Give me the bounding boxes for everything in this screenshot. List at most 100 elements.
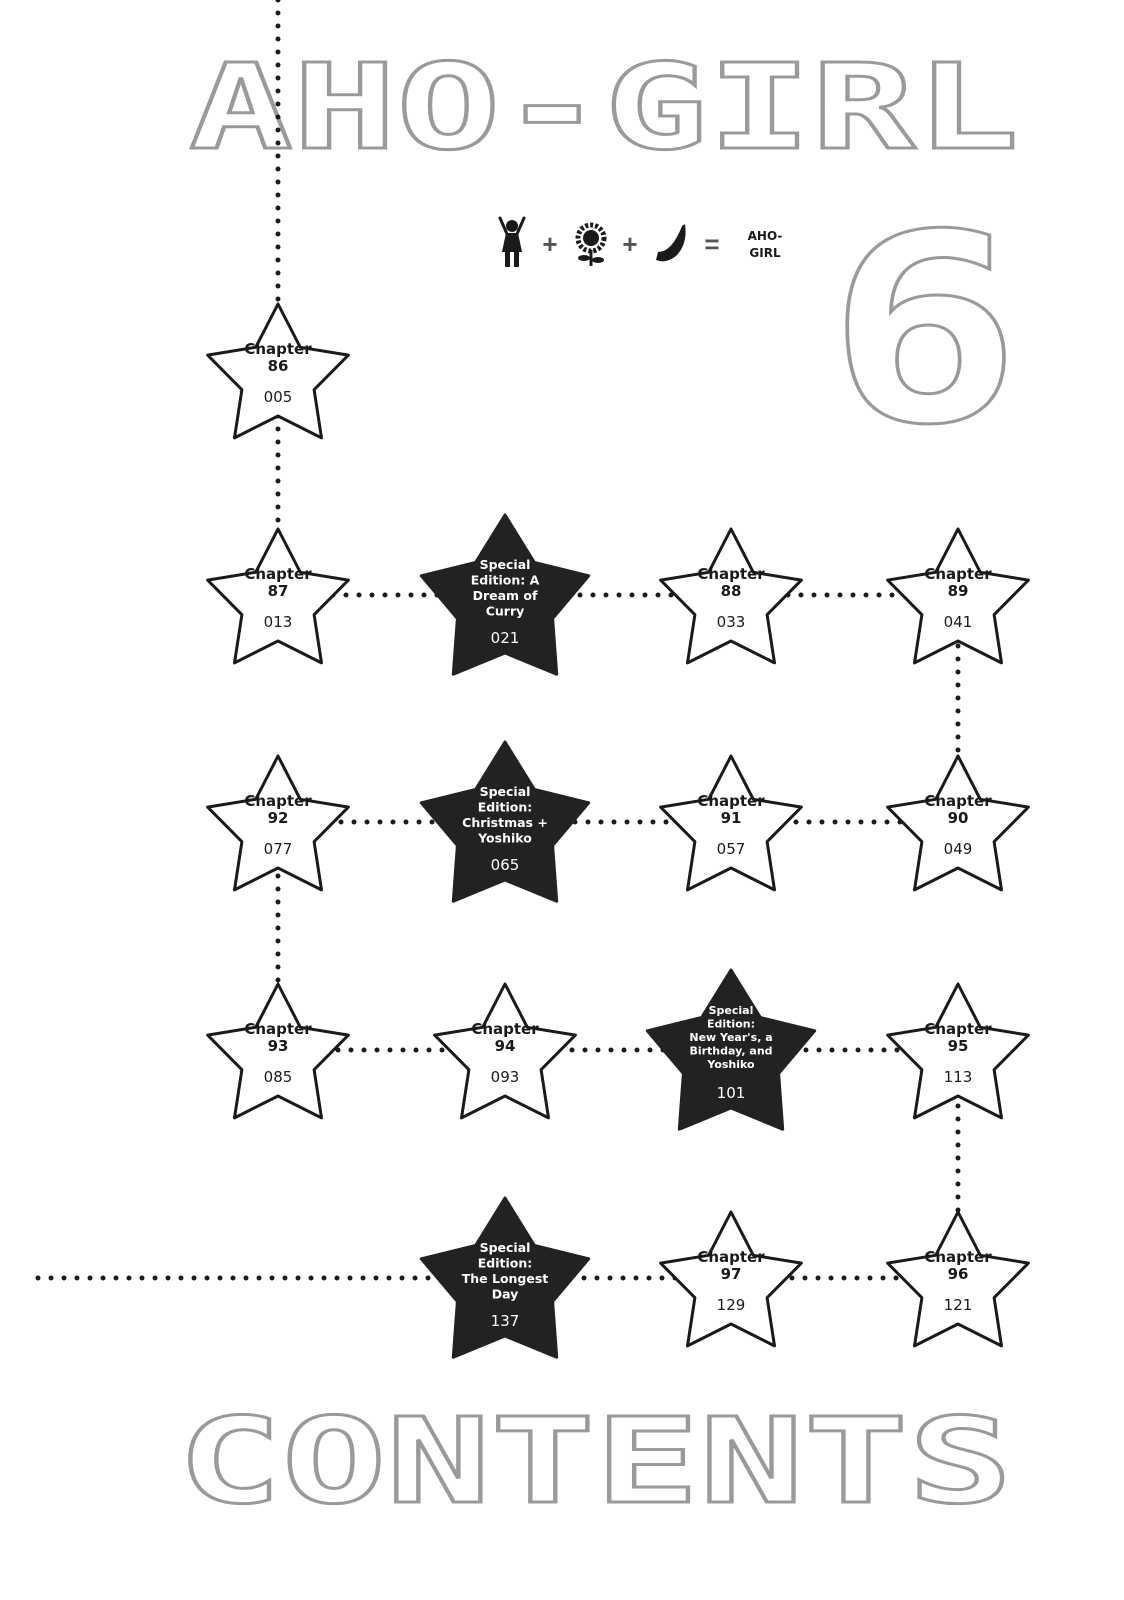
black-star-icon bbox=[419, 513, 591, 676]
sunflower-icon bbox=[575, 222, 607, 266]
page-number: 085 bbox=[264, 1068, 293, 1086]
formula: + + = AHO- GIRL bbox=[498, 216, 783, 267]
white-star-icon bbox=[433, 982, 577, 1120]
white-star-icon bbox=[659, 754, 803, 892]
white-star-icon bbox=[206, 754, 350, 892]
entry-title-line: 93 bbox=[268, 1037, 289, 1055]
entry-title-line: 91 bbox=[721, 809, 742, 827]
entry-title-line: Day bbox=[492, 1287, 519, 1302]
entry-title-line: New Year's, a bbox=[689, 1031, 772, 1044]
black-star-icon bbox=[419, 740, 591, 903]
black-star-icon bbox=[645, 968, 817, 1131]
contents-heading: CONTENTS bbox=[176, 1391, 1014, 1532]
entry-title-line: Chapter bbox=[924, 565, 992, 583]
equals-sign: = bbox=[704, 229, 719, 259]
entry-title-line: Chapter bbox=[924, 792, 992, 810]
formula-result-line2: GIRL bbox=[749, 246, 781, 260]
entry-title-line: Edition: bbox=[478, 800, 533, 815]
page-number: 121 bbox=[944, 1296, 973, 1314]
entry-title-line: Chapter bbox=[924, 1020, 992, 1038]
series-title-text: AHO-GIRL bbox=[189, 38, 1019, 176]
entry-title-line: Yoshiko bbox=[477, 831, 532, 846]
entry-title-line: Dream of bbox=[473, 588, 538, 603]
entry-title-line: 95 bbox=[948, 1037, 969, 1055]
page-number: 057 bbox=[717, 840, 746, 858]
page-number: 005 bbox=[264, 388, 293, 406]
girl-icon bbox=[498, 216, 526, 267]
page-number: 033 bbox=[717, 613, 746, 631]
page-number: 137 bbox=[491, 1312, 520, 1330]
entry-title-line: 97 bbox=[721, 1265, 742, 1283]
entry-title-line: Edition: bbox=[707, 1018, 755, 1031]
series-title: AHO-GIRL bbox=[188, 37, 1021, 178]
entry-title-line: 87 bbox=[268, 582, 289, 600]
entry-title-line: Chapter bbox=[244, 565, 312, 583]
white-star-icon bbox=[659, 1210, 803, 1348]
entry-title-line: Chapter bbox=[697, 565, 765, 583]
entry-title-line: Chapter bbox=[244, 1020, 312, 1038]
page-number: 077 bbox=[264, 840, 293, 858]
entry-title-line: 92 bbox=[268, 809, 289, 827]
page-number: 101 bbox=[717, 1084, 746, 1102]
volume-number: 6 bbox=[825, 179, 1023, 484]
volume-number-text: 6 bbox=[827, 180, 1022, 482]
white-star-icon bbox=[886, 1210, 1030, 1348]
entry-title-line: 96 bbox=[948, 1265, 969, 1283]
entry-title-line: Special bbox=[709, 1004, 754, 1017]
entry-title-line: Yoshiko bbox=[706, 1058, 755, 1071]
entry-title-line: Special bbox=[480, 784, 531, 799]
plus-sign-2: + bbox=[622, 229, 637, 259]
entry-title-line: Edition: bbox=[478, 1256, 533, 1271]
entry-title-line: 90 bbox=[948, 809, 969, 827]
white-star-icon bbox=[206, 302, 350, 440]
entry-title-line: Special bbox=[480, 557, 531, 572]
plus-sign: + bbox=[542, 229, 557, 259]
white-star-icon bbox=[206, 527, 350, 665]
page-number: 013 bbox=[264, 613, 293, 631]
entry-title-line: 88 bbox=[721, 582, 742, 600]
page-number: 065 bbox=[491, 856, 520, 874]
contents-entries: Chapter86005Chapter87013SpecialEdition: … bbox=[206, 302, 1030, 1359]
entry-title-line: Christmas + bbox=[462, 815, 548, 830]
page-number: 041 bbox=[944, 613, 973, 631]
entry-title-line: The Longest bbox=[462, 1271, 549, 1286]
page-number: 021 bbox=[491, 629, 520, 647]
page-number: 093 bbox=[491, 1068, 520, 1086]
entry-title-line: Chapter bbox=[244, 340, 312, 358]
black-star-icon bbox=[419, 1196, 591, 1359]
banana-icon bbox=[656, 224, 686, 262]
page-number: 049 bbox=[944, 840, 973, 858]
entry-title-line: Curry bbox=[486, 604, 525, 619]
white-star-icon bbox=[886, 527, 1030, 665]
entry-title-line: 86 bbox=[268, 357, 289, 375]
white-star-icon bbox=[206, 982, 350, 1120]
page-number: 129 bbox=[717, 1296, 746, 1314]
white-star-icon bbox=[659, 527, 803, 665]
formula-result-line1: AHO- bbox=[748, 229, 783, 243]
entry-title-line: Chapter bbox=[471, 1020, 539, 1038]
white-star-icon bbox=[886, 982, 1030, 1120]
entry-title-line: 89 bbox=[948, 582, 969, 600]
contents-heading-text: CONTENTS bbox=[178, 1392, 1013, 1530]
entry-title-line: Chapter bbox=[697, 1248, 765, 1266]
entry-title-line: Birthday, and bbox=[689, 1045, 772, 1058]
entry-title-line: 94 bbox=[495, 1037, 516, 1055]
entry-title-line: Chapter bbox=[244, 792, 312, 810]
entry-title-line: Edition: A bbox=[471, 573, 540, 588]
entry-title-line: Special bbox=[480, 1240, 531, 1255]
entry-title-line: Chapter bbox=[697, 792, 765, 810]
